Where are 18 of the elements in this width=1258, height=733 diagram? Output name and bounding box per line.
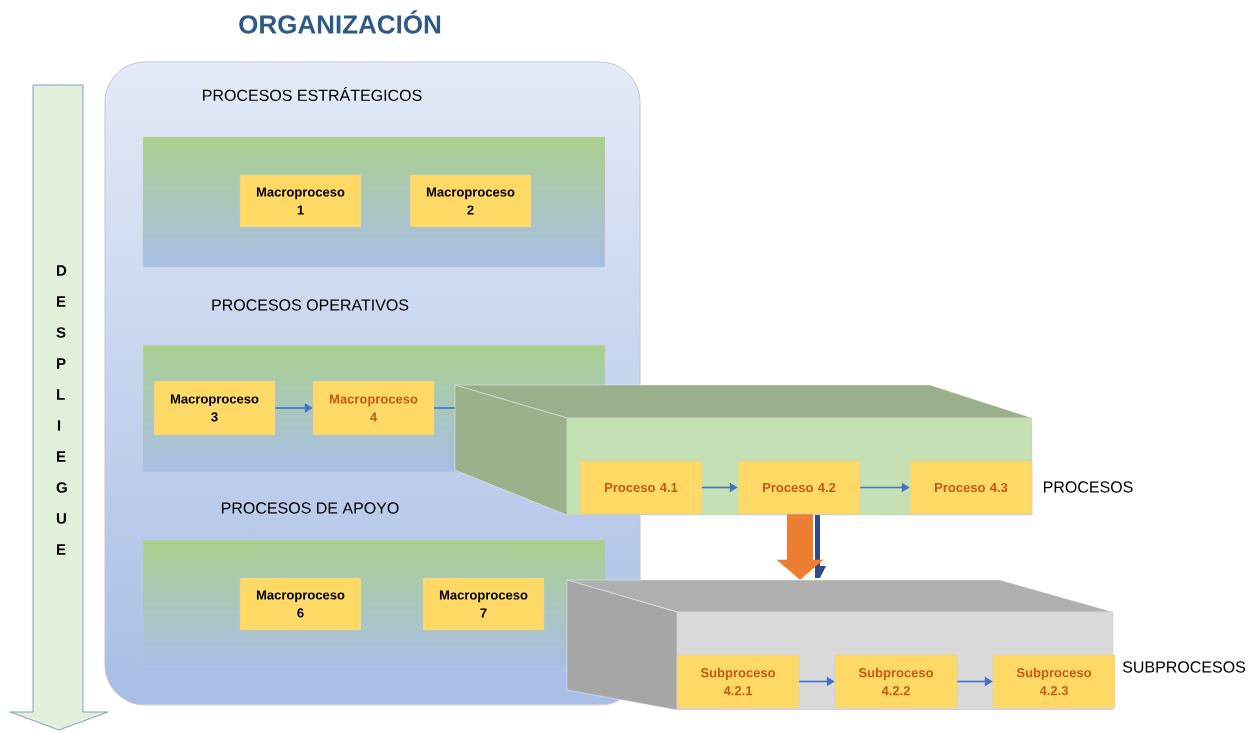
process-box: Macroproceso 6	[239, 577, 362, 631]
title: ORGANIZACIÓN	[239, 10, 441, 34]
node-label: PROCESOS DE APOYO	[221, 502, 399, 514]
node-label: PROCESOS ESTRÁTEGICOS	[203, 86, 422, 102]
process-box: Macroproceso 3	[153, 380, 276, 436]
process-box: Proceso 4.1	[579, 460, 703, 515]
node-label: PROCESOS	[1043, 481, 1133, 493]
process-box: Subproceso 4.2.3	[992, 654, 1116, 709]
process-box: Subproceso 4.2.1	[676, 654, 800, 709]
node-label: PROCESOS OPERATIVOS	[212, 299, 409, 311]
process-box: Proceso 4.3	[909, 460, 1033, 515]
process-box: Macroproceso 1	[239, 174, 362, 228]
process-box: Macroproceso 7	[422, 577, 545, 631]
process-box: Macroproceso 2	[409, 174, 532, 228]
process-box: Subproceso 4.2.2	[834, 654, 958, 709]
node-label: SUBPROCESOS	[1122, 661, 1246, 673]
process-box: Macroproceso 4	[312, 380, 435, 436]
process-box: Proceso 4.2	[737, 460, 861, 515]
